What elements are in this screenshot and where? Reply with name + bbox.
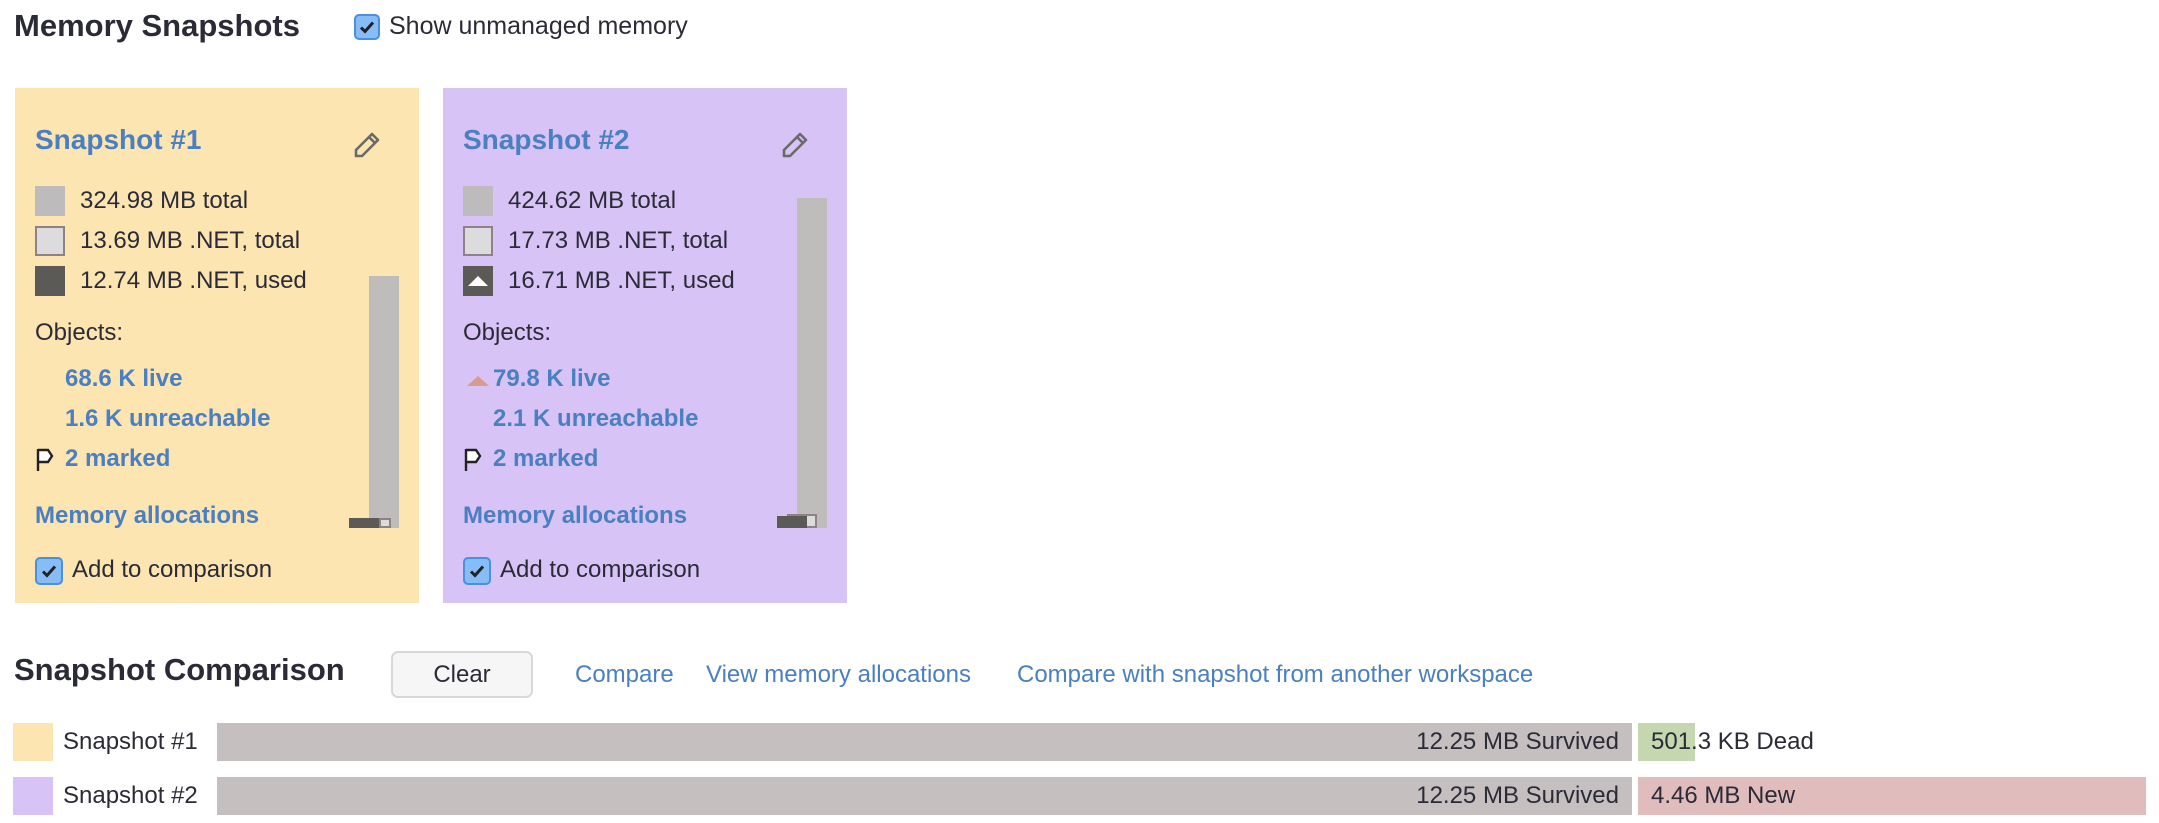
checkmark-icon <box>359 21 375 34</box>
increase-arrow-icon <box>468 276 488 286</box>
legend-net-total-text: 13.69 MB .NET, total <box>80 227 301 254</box>
net-total-bar <box>379 518 391 528</box>
add-to-comparison-checkbox[interactable] <box>463 557 491 585</box>
comparison-row-label: Snapshot #2 <box>63 782 198 809</box>
page-title: Memory Snapshots <box>14 8 300 43</box>
legend-net-total-text: 17.73 MB .NET, total <box>508 227 729 254</box>
net-used-bar <box>349 518 379 528</box>
add-to-comparison-label[interactable]: Add to comparison <box>72 556 273 583</box>
net-used-swatch <box>35 266 65 296</box>
legend-net-used-text: 16.71 MB .NET, used <box>508 267 735 294</box>
show-unmanaged-label[interactable]: Show unmanaged memory <box>389 12 688 40</box>
net-used-bar <box>777 516 807 528</box>
snapshot-card-1: Snapshot #1 324.98 MB total 13.69 MB .NE… <box>15 88 419 603</box>
snapshot-1-swatch <box>13 723 53 761</box>
live-objects-link[interactable]: 68.6 K live <box>65 365 183 392</box>
snapshot-2-swatch <box>13 777 53 815</box>
memory-allocations-link[interactable]: Memory allocations <box>463 502 688 529</box>
comparison-row-label: Snapshot #1 <box>63 728 198 755</box>
legend-net-used: 12.74 MB .NET, used <box>35 266 307 296</box>
unreachable-objects-link[interactable]: 1.6 K unreachable <box>65 405 271 432</box>
objects-label: Objects: <box>35 319 124 346</box>
checkmark-icon <box>41 565 57 578</box>
marked-objects-link[interactable]: 2 marked <box>493 445 599 472</box>
new-bar[interactable]: 4.46 MB New <box>1638 777 2146 815</box>
live-objects-link[interactable]: 79.8 K live <box>493 365 611 392</box>
legend-total: 424.62 MB total <box>463 186 676 216</box>
flag-icon <box>36 448 54 471</box>
flag-icon <box>464 448 482 471</box>
total-memory-bar <box>369 276 399 528</box>
net-used-increase-swatch <box>463 266 493 296</box>
memory-allocations-link[interactable]: Memory allocations <box>35 502 260 529</box>
legend-net-used-text: 12.74 MB .NET, used <box>80 267 307 294</box>
marked-objects-link[interactable]: 2 marked <box>65 445 171 472</box>
pencil-icon[interactable] <box>350 128 384 162</box>
snapshot-title[interactable]: Snapshot #2 <box>463 124 630 155</box>
legend-total-text: 324.98 MB total <box>80 187 249 214</box>
dead-bar[interactable]: 501.3 KB Dead <box>1638 723 1814 761</box>
increase-arrow-icon <box>467 376 489 386</box>
net-total-swatch <box>463 226 493 256</box>
pencil-icon[interactable] <box>778 128 812 162</box>
snapshot-title[interactable]: Snapshot #1 <box>35 124 202 155</box>
survived-text: 12.25 MB Survived <box>1416 782 1619 809</box>
total-swatch <box>35 186 65 216</box>
objects-label: Objects: <box>463 319 552 346</box>
clear-button[interactable]: Clear <box>391 651 533 698</box>
survived-text: 12.25 MB Survived <box>1416 728 1619 755</box>
survived-bar[interactable]: 12.25 MB Survived <box>217 723 1632 761</box>
legend-total: 324.98 MB total <box>35 186 248 216</box>
legend-net-total: 13.69 MB .NET, total <box>35 226 300 256</box>
add-to-comparison-checkbox[interactable] <box>35 557 63 585</box>
compare-other-workspace-link[interactable]: Compare with snapshot from another works… <box>1017 661 1534 688</box>
legend-net-used: 16.71 MB .NET, used <box>463 266 735 296</box>
show-unmanaged-checkbox[interactable] <box>354 14 380 40</box>
comparison-title: Snapshot Comparison <box>14 652 345 687</box>
new-text: 4.46 MB New <box>1651 782 1796 809</box>
legend-total-text: 424.62 MB total <box>508 187 677 214</box>
unreachable-objects-link[interactable]: 2.1 K unreachable <box>493 405 699 432</box>
legend-net-total: 17.73 MB .NET, total <box>463 226 728 256</box>
dead-text: 501.3 KB Dead <box>1651 728 1814 755</box>
total-swatch <box>463 186 493 216</box>
compare-link[interactable]: Compare <box>575 661 674 688</box>
checkmark-icon <box>469 565 485 578</box>
view-memory-allocations-link[interactable]: View memory allocations <box>706 661 971 688</box>
total-memory-bar <box>797 198 827 528</box>
net-total-swatch <box>35 226 65 256</box>
snapshot-card-2: Snapshot #2 424.62 MB total 17.73 MB .NE… <box>443 88 847 603</box>
add-to-comparison-label[interactable]: Add to comparison <box>500 556 701 583</box>
survived-bar[interactable]: 12.25 MB Survived <box>217 777 1632 815</box>
